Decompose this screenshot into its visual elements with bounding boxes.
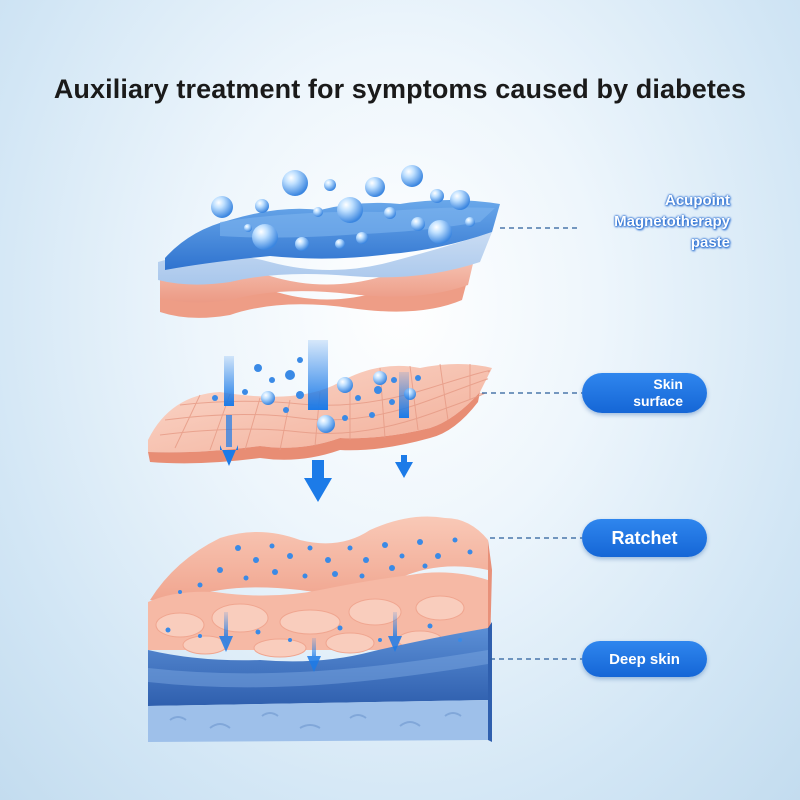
acupoint-label-line-3: paste: [690, 234, 730, 251]
page-title: Auxiliary treatment for symptoms caused …: [53, 74, 747, 104]
ratchet-label: Ratchet: [582, 519, 707, 557]
acupoint-label-line-1: Acupoint: [665, 192, 730, 209]
penetration-arrows: [220, 340, 413, 502]
connector-lines: [482, 227, 582, 660]
deep-arrows: [219, 612, 402, 672]
magnetotherapy-patch: [158, 200, 500, 318]
deep-skin-label-text: Deep skin: [609, 650, 680, 668]
skin-particles: [212, 357, 421, 433]
acupoint-label-line-2: Magnetotherapy: [614, 213, 730, 230]
skin-surface-label: Skin surface: [582, 373, 707, 413]
patch-bubbles: [211, 165, 475, 251]
ratchet-label-text: Ratchet: [611, 527, 678, 548]
block-particles: [165, 537, 473, 642]
skin-surface-line-1: Skin: [653, 376, 683, 392]
acupoint-magnetotherapy-paste-label: Acupoint Magnetotherapy paste: [560, 190, 730, 253]
skin-surface-line-2: surface: [633, 393, 683, 409]
skin-block: [148, 516, 492, 742]
deep-skin-label: Deep skin: [582, 641, 707, 677]
